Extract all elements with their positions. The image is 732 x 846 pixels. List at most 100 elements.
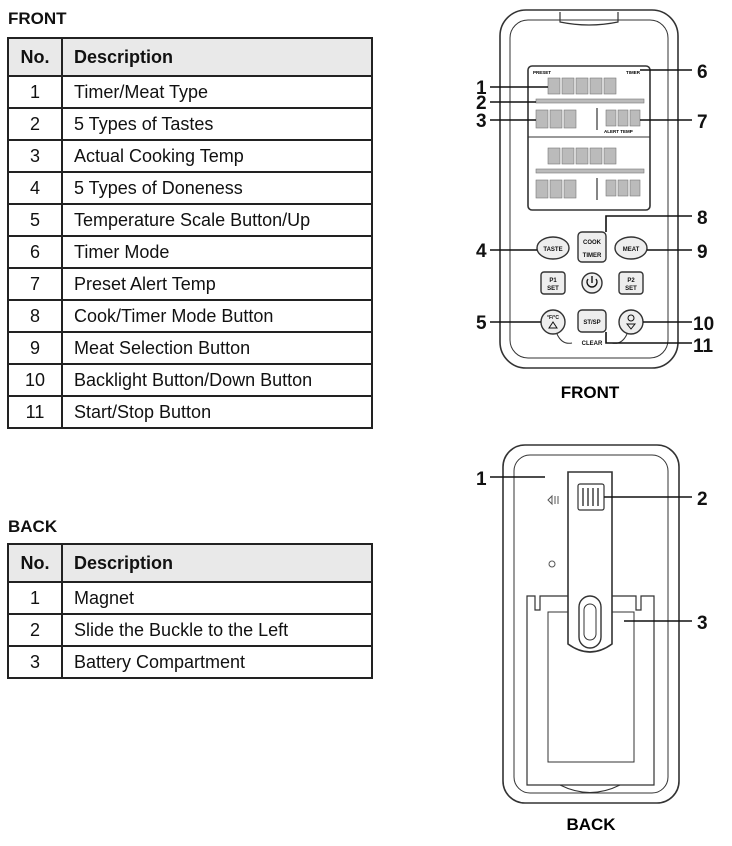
row-number: 4 xyxy=(7,171,63,205)
row-number: 6 xyxy=(7,235,63,269)
row-description: Timer Mode xyxy=(61,235,373,269)
taste-button[interactable] xyxy=(536,236,570,260)
start-stop-button[interactable] xyxy=(577,309,607,333)
device-front-body xyxy=(499,9,679,369)
power-icon xyxy=(586,276,598,288)
front-callout-9: 9 xyxy=(697,242,708,263)
table-header-row: No. Description xyxy=(7,37,373,77)
back-callout-2: 2 xyxy=(697,489,708,510)
p2-label: P2 xyxy=(627,278,635,284)
front-callout-8: 8 xyxy=(697,208,708,229)
back-device-diagram: 1 2 3 BACK xyxy=(476,444,708,834)
row-number: 9 xyxy=(7,331,63,365)
cook-button-label: COOK xyxy=(583,240,602,246)
row-description: Magnet xyxy=(61,581,373,615)
front-callout-7: 7 xyxy=(697,112,708,133)
row-description: Cook/Timer Mode Button xyxy=(61,299,373,333)
p1-label: P1 xyxy=(549,278,557,284)
row-number: 2 xyxy=(7,613,63,647)
back-callout-3: 3 xyxy=(697,613,708,634)
lcd-upper-display xyxy=(535,77,645,129)
row-number: 3 xyxy=(7,645,63,679)
column-header-description: Description xyxy=(61,543,373,583)
p2-set-label: SET xyxy=(625,286,637,292)
lcd-timer-label: TIMER xyxy=(626,70,641,75)
row-description: Backlight Button/Down Button xyxy=(61,363,373,397)
back-callout-1: 1 xyxy=(476,469,487,490)
p1-set-button[interactable] xyxy=(540,271,566,295)
row-description: Actual Cooking Temp xyxy=(61,139,373,173)
front-diagram-caption: FRONT xyxy=(561,383,620,402)
magnet-marker xyxy=(548,560,556,568)
lcd-preset-label: PRESET xyxy=(533,70,551,75)
row-number: 8 xyxy=(7,299,63,333)
front-device-diagram: PRESET TIMER ALERT TEMP TASTE COOK TIMER… xyxy=(476,9,714,402)
row-description: Preset Alert Temp xyxy=(61,267,373,301)
front-callout-1: 1 xyxy=(476,78,487,99)
p1-set-label: SET xyxy=(547,286,559,292)
row-number: 1 xyxy=(7,75,63,109)
taste-button-label: TASTE xyxy=(543,247,562,253)
meat-button-label: MEAT xyxy=(623,247,640,253)
table-header-row: No. Description xyxy=(7,543,373,583)
left-arrow-icon xyxy=(547,494,559,506)
f-c-label: °F/°C xyxy=(547,315,559,321)
row-number: 3 xyxy=(7,139,63,173)
row-number: 5 xyxy=(7,203,63,237)
front-heading: FRONT xyxy=(8,9,67,28)
cook-timer-button[interactable] xyxy=(577,231,607,263)
backlight-icon xyxy=(625,314,637,330)
row-number: 2 xyxy=(7,107,63,141)
row-number: 7 xyxy=(7,267,63,301)
front-callout-5: 5 xyxy=(476,313,487,334)
p2-set-button[interactable] xyxy=(618,271,644,295)
column-header-no: No. xyxy=(7,543,63,583)
row-number: 11 xyxy=(7,395,63,429)
row-description: 5 Types of Tastes xyxy=(61,107,373,141)
up-arrow-icon xyxy=(548,321,558,329)
back-heading: BACK xyxy=(8,517,58,536)
front-callout-3: 3 xyxy=(476,111,487,132)
row-description: Start/Stop Button xyxy=(61,395,373,429)
row-description: Temperature Scale Button/Up xyxy=(61,203,373,237)
column-header-no: No. xyxy=(7,37,63,77)
st-sp-label: ST/SP xyxy=(583,320,600,326)
front-callout-10: 10 xyxy=(693,314,714,335)
row-description: Battery Compartment xyxy=(61,645,373,679)
row-number: 1 xyxy=(7,581,63,615)
timer-button-label: TIMER xyxy=(583,253,602,259)
column-header-description: Description xyxy=(61,37,373,77)
front-callout-2: 2 xyxy=(476,93,487,114)
front-callout-4: 4 xyxy=(476,241,487,262)
row-description: 5 Types of Doneness xyxy=(61,171,373,205)
meat-button[interactable] xyxy=(614,236,648,260)
lcd-alert-temp-label: ALERT TEMP xyxy=(604,129,633,134)
battery-compartment xyxy=(526,595,655,786)
row-description: Timer/Meat Type xyxy=(61,75,373,109)
device-back-body xyxy=(502,444,680,804)
backlight-down-button[interactable] xyxy=(618,309,644,335)
row-description: Slide the Buckle to the Left xyxy=(61,613,373,647)
belt-clip xyxy=(567,471,613,653)
lcd-lower-display xyxy=(535,147,645,199)
buckle-grip-icon xyxy=(582,488,599,506)
lcd-screen xyxy=(527,65,651,211)
